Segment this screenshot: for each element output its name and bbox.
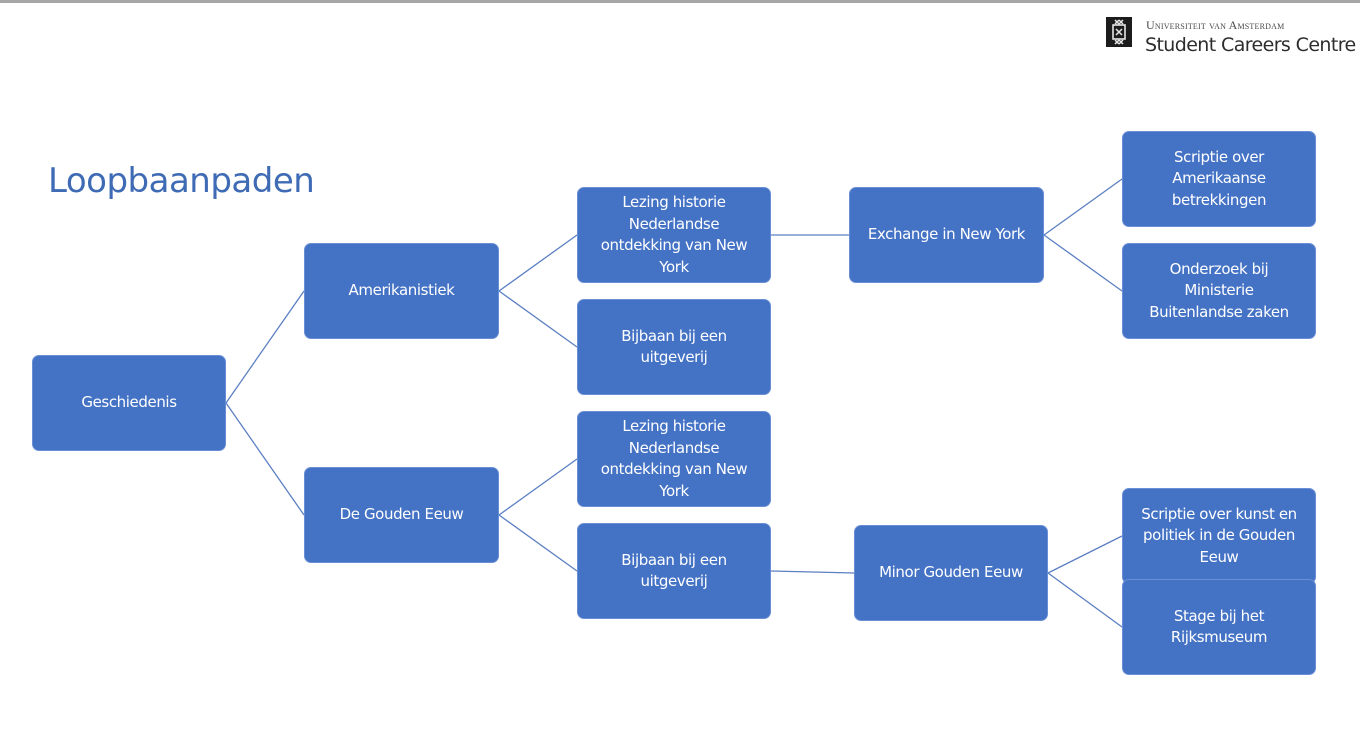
university-name: Universiteit van Amsterdam	[1146, 18, 1285, 32]
link-exchange-to-onderzoek	[1043, 234, 1123, 292]
link-gouden-eeuw-to-bijbaan-2	[498, 514, 578, 572]
node-minor[interactable]: Minor Gouden Eeuw	[854, 525, 1048, 621]
node-stage[interactable]: Stage bij het Rijksmuseum	[1122, 579, 1316, 675]
node-gouden-eeuw[interactable]: De Gouden Eeuw	[304, 467, 499, 563]
node-label: Scriptie over Amerikaanse betrekkingen	[1171, 147, 1267, 209]
link-geschiedenis-to-gouden-eeuw	[225, 402, 305, 516]
node-label: Minor Gouden Eeuw	[879, 563, 1023, 582]
node-label: Onderzoek bij Ministerie Buitenlandse za…	[1149, 259, 1289, 321]
node-label: Scriptie over kunst en politiek in de Go…	[1141, 504, 1297, 566]
link-amerikanistiek-to-lezing-1	[498, 234, 578, 292]
node-lezing-1[interactable]: Lezing historie Nederlandse ontdekking v…	[577, 187, 771, 283]
link-exchange-to-scriptie-1	[1043, 178, 1123, 236]
node-label: Geschiedenis	[81, 393, 177, 412]
node-geschiedenis[interactable]: Geschiedenis	[32, 355, 226, 451]
top-border	[0, 0, 1360, 3]
link-gouden-eeuw-to-lezing-2	[498, 458, 578, 516]
node-bijbaan-1[interactable]: Bijbaan bij een uitgeverij	[577, 299, 771, 395]
node-label: Lezing historie Nederlandse ontdekking v…	[600, 417, 748, 500]
node-onderzoek[interactable]: Onderzoek bij Ministerie Buitenlandse za…	[1122, 243, 1316, 339]
node-scriptie-1[interactable]: Scriptie over Amerikaanse betrekkingen	[1122, 131, 1316, 227]
node-label: Lezing historie Nederlandse ontdekking v…	[600, 193, 748, 276]
careers-centre-name: Student Careers Centre	[1145, 34, 1356, 56]
node-exchange[interactable]: Exchange in New York	[849, 187, 1044, 283]
node-scriptie-2[interactable]: Scriptie over kunst en politiek in de Go…	[1122, 488, 1316, 584]
link-minor-to-scriptie-2	[1047, 535, 1123, 574]
node-label: De Gouden Eeuw	[339, 505, 464, 524]
node-lezing-2[interactable]: Lezing historie Nederlandse ontdekking v…	[577, 411, 771, 507]
slide-title: Loopbaanpaden	[48, 160, 315, 201]
link-minor-to-stage	[1047, 572, 1123, 628]
node-bijbaan-2[interactable]: Bijbaan bij een uitgeverij	[577, 523, 771, 619]
link-geschiedenis-to-amerikanistiek	[225, 290, 305, 404]
link-bijbaan-2-to-minor	[770, 570, 855, 574]
node-label: Amerikanistiek	[348, 281, 455, 300]
node-amerikanistiek[interactable]: Amerikanistiek	[304, 243, 499, 339]
node-label: Bijbaan bij een uitgeverij	[621, 550, 727, 591]
node-label: Bijbaan bij een uitgeverij	[621, 326, 727, 367]
node-label: Exchange in New York	[867, 225, 1026, 244]
node-label: Stage bij het Rijksmuseum	[1170, 606, 1268, 647]
uva-crest-icon	[1106, 17, 1132, 47]
link-amerikanistiek-to-bijbaan-1	[498, 290, 578, 348]
